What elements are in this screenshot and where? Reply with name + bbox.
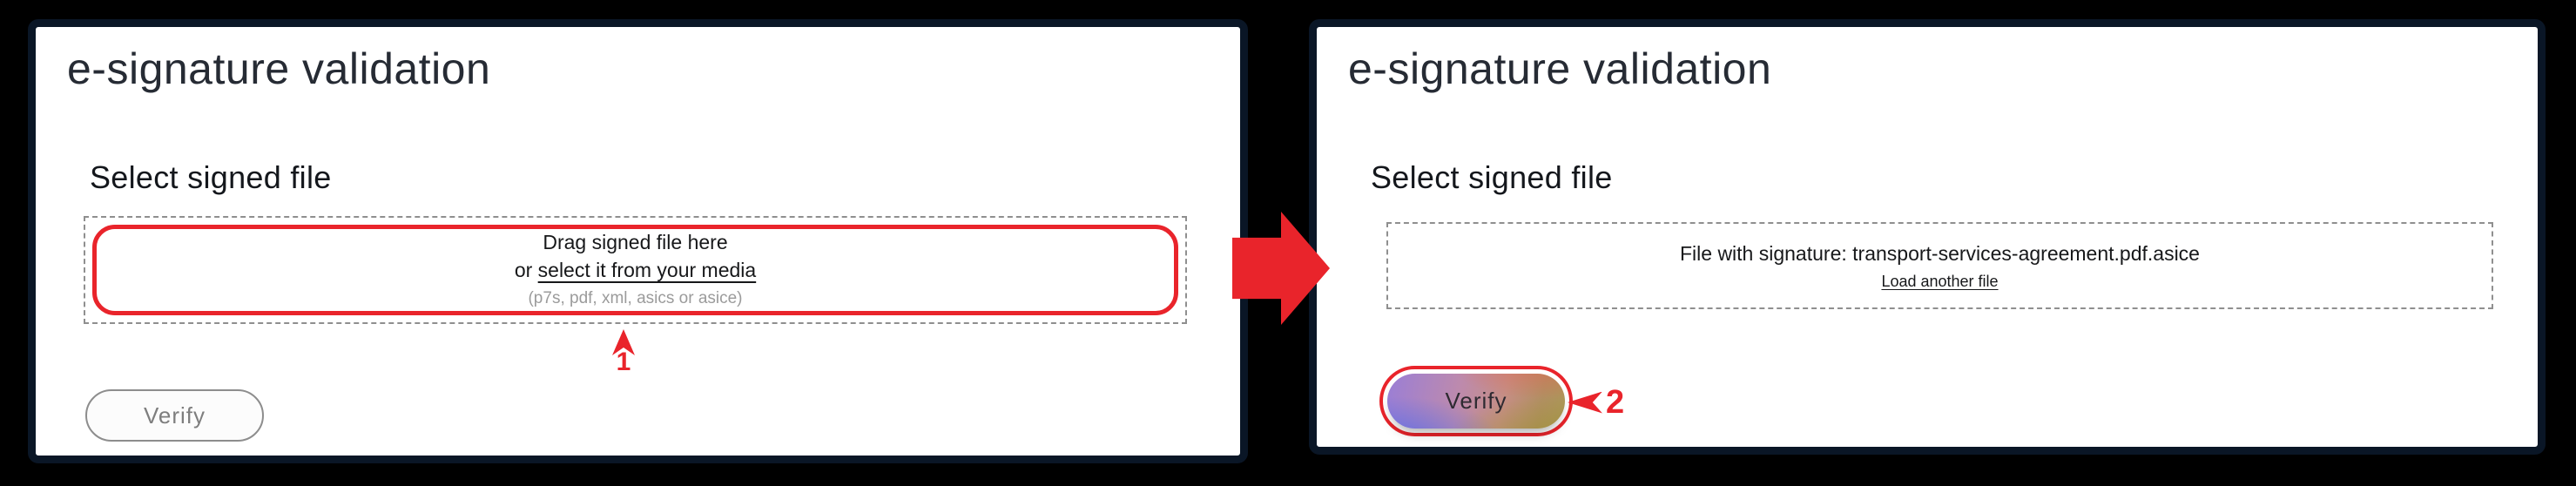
dropzone-instruction-line1: Drag signed file here [543,231,728,253]
file-dropzone-outer: Drag signed file here or select it from … [84,216,1187,324]
page-title: e-signature validation [1348,44,1772,93]
annotation-number-2: 2 [1606,384,1625,421]
highlight-ring: Verify [1379,366,1573,436]
load-another-file-link[interactable]: Load another file [1881,272,1999,290]
annotation-step-2: 2 [1568,386,1624,419]
verify-button[interactable]: Verify [1387,374,1565,429]
verify-button-disabled[interactable]: Verify [85,389,264,442]
selected-file-box: File with signature: transport-services-… [1386,222,2493,309]
accepted-formats-hint: (p7s, pdf, xml, asics or asice) [528,289,743,307]
annotation-number-1: 1 [616,348,631,376]
select-from-media-link[interactable]: select it from your media [537,259,757,281]
link-prefix-text: or [514,259,538,281]
dropzone-instruction-line2: or select it from your media [515,258,756,282]
select-file-heading: Select signed file [90,159,332,195]
page-title: e-signature validation [67,44,491,93]
panel-before-upload: e-signature validation Select signed fil… [28,19,1248,463]
file-drop-target[interactable]: Drag signed file here or select it from … [92,225,1178,315]
panel-after-upload: e-signature validation Select signed fil… [1309,19,2546,455]
annotation-step-1: 1 [612,329,635,376]
select-file-heading: Select signed file [1371,159,1613,195]
annotation-arrow-left-icon [1568,391,1602,414]
selected-file-label: File with signature: transport-services-… [1680,241,2200,265]
